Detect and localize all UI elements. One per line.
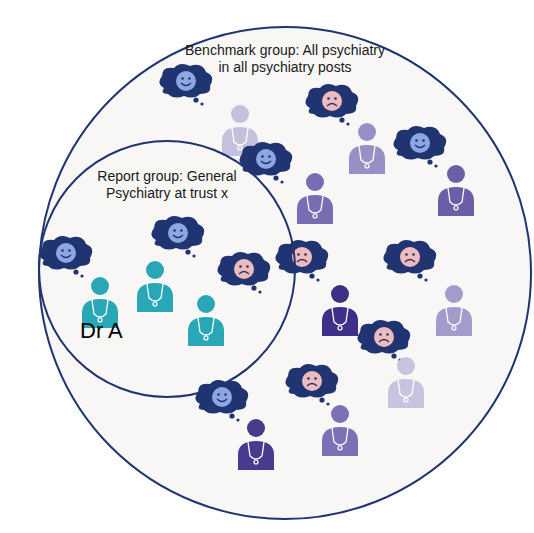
group-heading: Benchmark group: All psychiatry in all p… [180, 42, 390, 76]
report-circle: Report group: General Psychiatry at trus… [38, 140, 296, 398]
group-heading: Report group: General Psychiatry at trus… [92, 168, 242, 202]
person-label: Dr A [80, 318, 123, 344]
benchmark-circle: Benchmark group: All psychiatry in all p… [38, 26, 532, 520]
circle-outline [38, 26, 532, 520]
